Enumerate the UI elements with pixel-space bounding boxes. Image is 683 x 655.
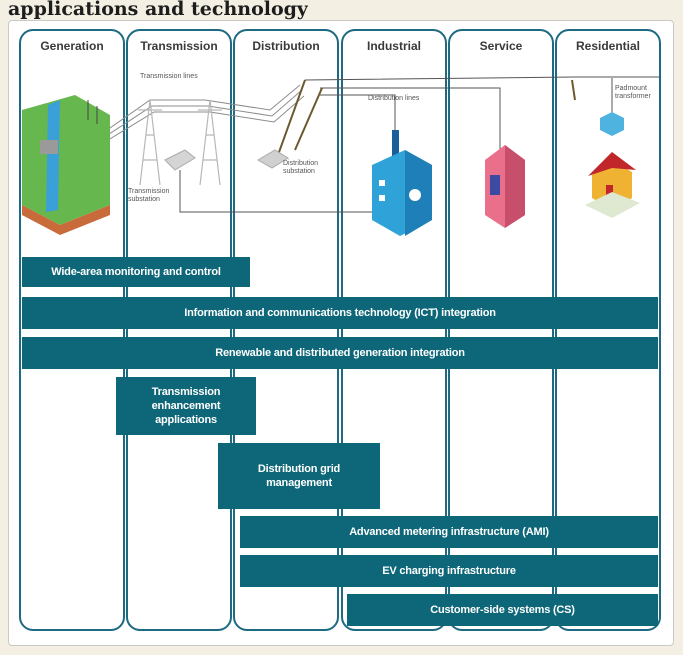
transmission-tower-icon bbox=[138, 99, 222, 186]
house-icon bbox=[585, 152, 640, 218]
column-title-generation: Generation bbox=[40, 39, 104, 53]
column-title-service: Service bbox=[479, 39, 523, 53]
factory-icon bbox=[372, 130, 432, 236]
column-title-distribution: Distribution bbox=[252, 39, 320, 53]
band-distribution-grid-management: Distribution grid management bbox=[218, 443, 380, 509]
page-heading-fragment: applications and technology bbox=[8, 0, 308, 20]
label-distribution-lines: Distribution lines bbox=[368, 95, 420, 102]
label-transmission-lines: Transmission lines bbox=[140, 73, 198, 80]
band-transmission-enhancement: Transmission enhancement applications bbox=[116, 377, 256, 435]
column-title-residential: Residential bbox=[575, 39, 641, 53]
label-padmount-transformer: Padmount transformer bbox=[615, 85, 651, 100]
band-ev-charging: EV charging infrastructure bbox=[240, 555, 658, 587]
label-transmission-substation: Transmission substation bbox=[128, 188, 170, 203]
band-ict-integration: Information and communications technolog… bbox=[22, 297, 658, 329]
column-transmission: Transmission bbox=[126, 29, 232, 631]
label-distribution-substation: Distribution substation bbox=[283, 160, 319, 175]
distribution-pole-icon bbox=[277, 79, 576, 156]
padmount-transformer-icon bbox=[600, 112, 624, 136]
column-title-transmission: Transmission bbox=[140, 39, 218, 53]
commercial-building-icon bbox=[485, 145, 525, 228]
band-renewable-integration: Renewable and distributed generation int… bbox=[22, 337, 658, 369]
band-ami: Advanced metering infrastructure (AMI) bbox=[240, 516, 658, 548]
distribution-substation-icon bbox=[257, 149, 289, 169]
column-title-industrial: Industrial bbox=[366, 39, 421, 53]
transmission-lines-wires bbox=[99, 84, 305, 146]
band-customer-side-systems: Customer-side systems (CS) bbox=[347, 594, 658, 626]
band-wide-area-monitoring: Wide-area monitoring and control bbox=[22, 257, 250, 287]
power-plant-icon bbox=[22, 95, 110, 235]
transmission-substation-icon bbox=[164, 149, 196, 171]
